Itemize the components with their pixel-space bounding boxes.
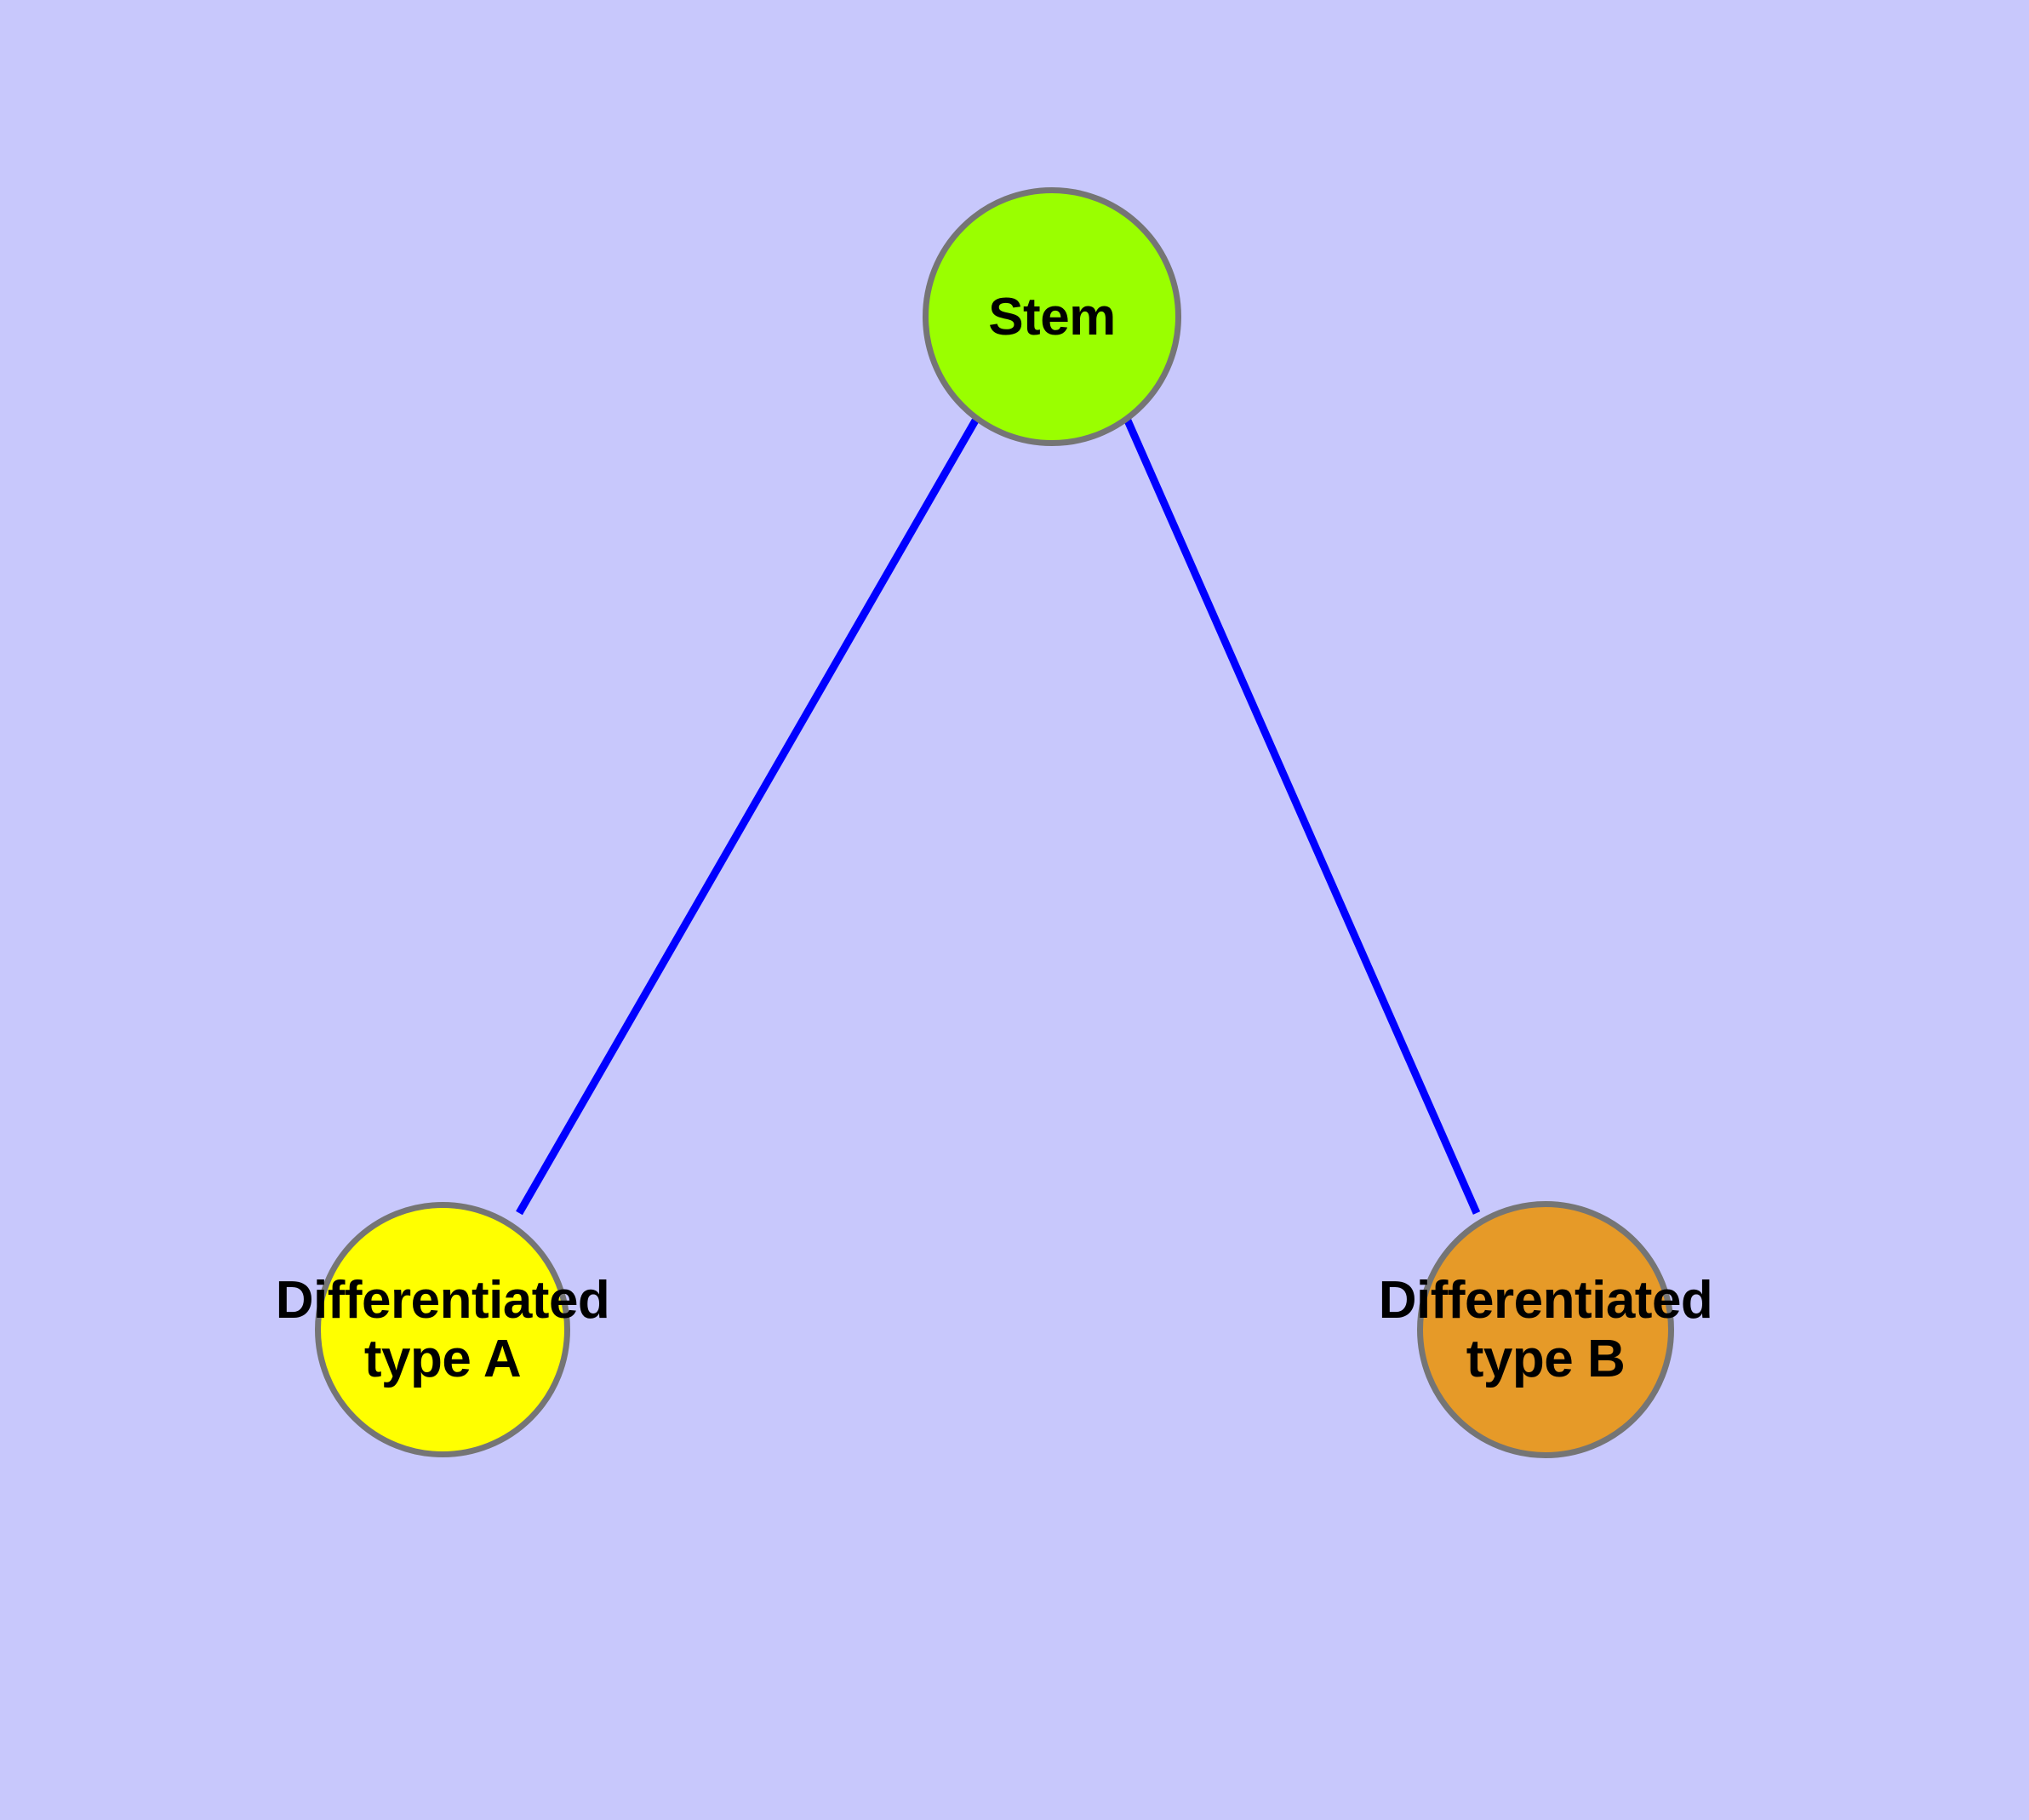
edges-group — [516, 418, 1481, 1216]
node-differentiated-type-b[interactable] — [1417, 1201, 1674, 1458]
node-stem[interactable] — [923, 187, 1181, 446]
edge-stem-to-type-a[interactable] — [516, 418, 979, 1216]
edge-stem-to-type-b[interactable] — [1123, 419, 1481, 1215]
node-differentiated-type-a[interactable] — [315, 1202, 570, 1457]
